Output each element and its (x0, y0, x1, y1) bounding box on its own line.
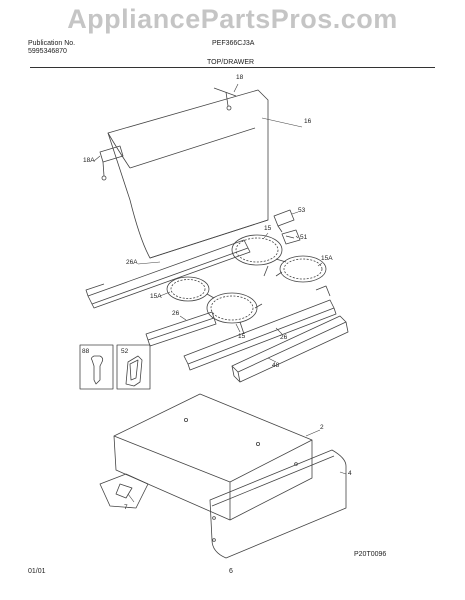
site-watermark: AppliancePartsPros.com (67, 4, 398, 34)
callout-26-left: 26 (172, 310, 180, 317)
section-title: TOP/DRAWER (207, 59, 255, 66)
clip-51 (281, 229, 301, 245)
callout-88: 88 (82, 348, 90, 355)
screw-18 (213, 87, 237, 111)
callout-26-right: 26 (280, 334, 288, 341)
surface-element-15a-right (275, 255, 327, 283)
support-bracket-26-left (145, 311, 217, 347)
callout-2: 2 (320, 424, 324, 431)
clip-53 (273, 209, 295, 233)
callout-15a-right: 15A (321, 255, 333, 262)
drawer-panel (209, 449, 347, 559)
publication-label: Publication No. (28, 40, 76, 47)
callout-52: 52 (121, 348, 129, 355)
callout-18a: 18A (83, 157, 95, 164)
issue-date: 01/01 (28, 568, 46, 575)
callout-15a-left: 15A (150, 293, 162, 300)
callout-15-mid: 15 (238, 333, 246, 340)
callout-53: 53 (298, 207, 306, 214)
bracket-18a (99, 145, 124, 181)
diagram-code: P20T0096 (354, 551, 387, 558)
leader-lines (93, 83, 347, 503)
support-bracket-26-right (183, 285, 337, 371)
callout-48: 48 (272, 362, 280, 369)
surface-element-15-mid (206, 292, 263, 335)
surface-element-15a-left (166, 276, 215, 302)
callout-16: 16 (304, 118, 312, 125)
model-number: PEF366CJ3A (212, 40, 255, 47)
callout-4: 4 (348, 470, 352, 477)
inset-box-52 (116, 344, 151, 390)
callout-15-top: 15 (264, 225, 272, 232)
publication-number: 5995346870 (28, 48, 67, 55)
inset-box-88 (79, 344, 114, 390)
page-number: 6 (229, 568, 233, 575)
callout-51: 51 (300, 234, 308, 241)
cooktop-panel (107, 89, 269, 259)
drawer-body (113, 393, 313, 521)
trim-48 (231, 315, 349, 383)
drawer-glide-7 (99, 473, 149, 509)
header-rule (30, 67, 435, 68)
support-bracket-26a (85, 239, 251, 309)
callout-18: 18 (236, 74, 244, 81)
callout-26a: 26A (126, 259, 138, 266)
callout-7: 7 (124, 504, 128, 511)
